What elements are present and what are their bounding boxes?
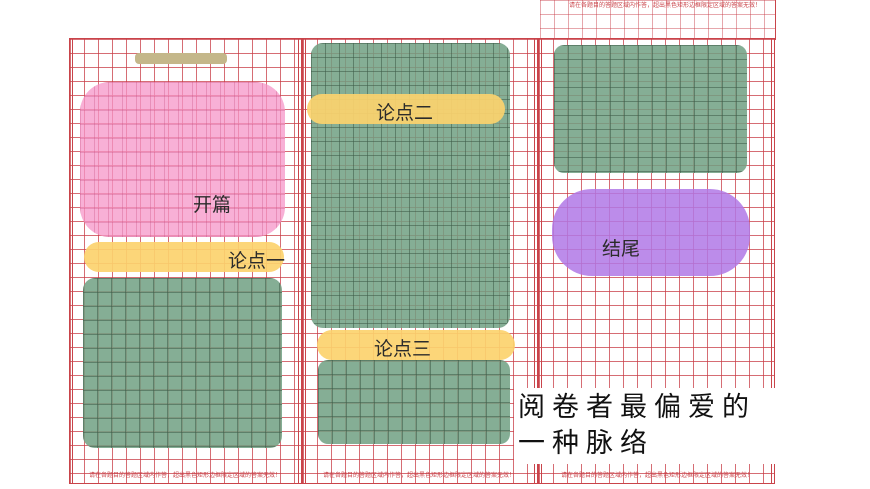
opening-block: [80, 82, 285, 237]
sheet-hint-column-2: 请在各题目的答题区域内作答，超出黑色矩形边框限定区域的答案无效！: [322, 472, 515, 479]
ending-block: [552, 189, 750, 276]
sheet-hint-column-1: 请在各题目的答题区域内作答，超出黑色矩形边框限定区域的答案无效！: [88, 472, 281, 479]
argument-one-body: [83, 278, 282, 448]
title-area-bar: [135, 53, 227, 64]
argument-two-label: 论点二: [376, 102, 434, 124]
argument-three-bar: [317, 330, 515, 360]
sheet-hint-top: 请在各题目的答题区域内作答，超出黑色矩形边框限定区域的答案无效！: [568, 2, 761, 9]
caption-line-2: 一种脉络: [518, 428, 654, 459]
argument-one-label: 论点一: [228, 250, 286, 272]
argument-three-label: 论点三: [374, 338, 432, 360]
top-strip: [540, 0, 776, 40]
argument-two-body: [311, 43, 510, 328]
ending-label: 结尾: [602, 238, 641, 260]
argument-two-bar: [307, 94, 505, 124]
sheet-hint-column-3: 请在各题目的答题区域内作答，超出黑色矩形边框限定区域的答案无效！: [560, 472, 753, 479]
supporting-body: [554, 45, 747, 173]
argument-one-bar: [84, 242, 284, 272]
caption-line-1: 阅卷者最偏爱的: [518, 392, 756, 423]
argument-three-body: [318, 360, 510, 444]
caption: 阅卷者最偏爱的 一种脉络: [514, 388, 812, 464]
opening-label: 开篇: [193, 194, 232, 216]
